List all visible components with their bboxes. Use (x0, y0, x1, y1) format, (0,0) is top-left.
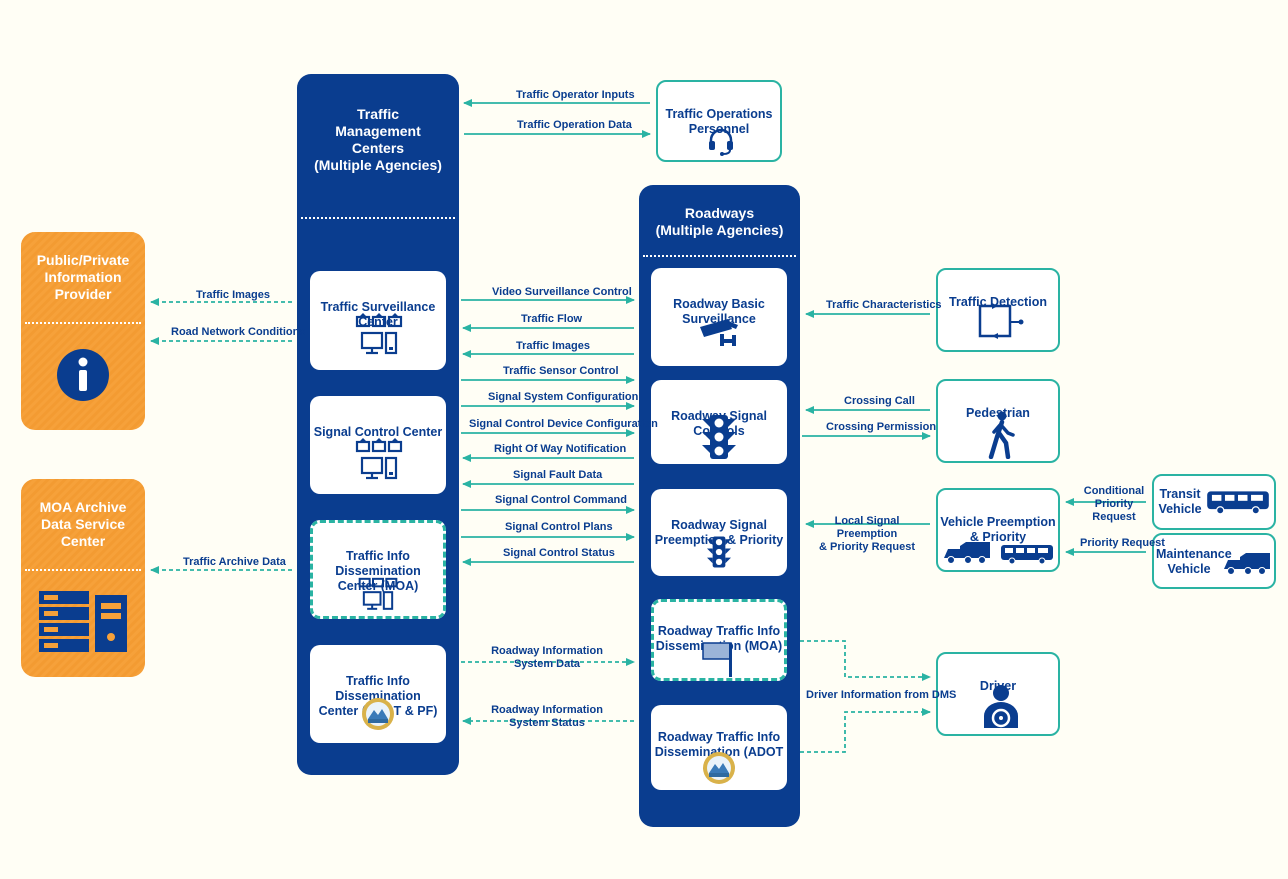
tmc-divider (301, 217, 455, 219)
archive-divider (25, 569, 141, 571)
monitors-icon (355, 438, 403, 480)
roadway-signal-preemption-label: Roadway Signal Preemption & Priority (654, 518, 784, 547)
flow-label-traffic-images: Traffic Images (516, 340, 590, 352)
roadway-signal-controls-box[interactable]: Roadway Signal Controls (651, 380, 787, 464)
truck-icon (944, 542, 990, 564)
server-icon (39, 591, 127, 652)
headset-icon (709, 128, 733, 156)
flow-label-local-preemption: Local Signal Preemption & Priority Reque… (819, 515, 915, 553)
traffic-surveillance-center-box[interactable]: Traffic Surveillance Center (310, 271, 446, 370)
flow-label-video-control: Video Surveillance Control (492, 286, 632, 298)
flow-label-crossing-call: Crossing Call (844, 395, 915, 407)
pedestrian-box[interactable]: Pedestrian (936, 379, 1060, 463)
maintenance-vehicle-box[interactable]: Maintenance Vehicle (1152, 533, 1276, 589)
flow-label-ris-status: Roadway Information System Status (491, 704, 603, 729)
archive-title: MOA Archive Data Service Center (39, 499, 127, 549)
tmc-column-title: Traffic Management Centers (Multiple Age… (314, 106, 442, 173)
flow-label-archive-data: Traffic Archive Data (183, 556, 286, 568)
flow-label-traffic-images-left: Traffic Images (196, 289, 270, 301)
monitors-icon (358, 577, 398, 610)
flow-label-row-notification: Right Of Way Notification (494, 443, 627, 455)
roadways-column-title: Roadways (Multiple Agencies) (655, 205, 784, 238)
maintenance-vehicle-label: Maintenance Vehicle (1156, 547, 1232, 576)
tid-center-moa-label: Traffic Info Dissemination Center (MOA) (335, 549, 421, 593)
flow-label-control-status: Signal Control Status (503, 547, 615, 559)
flow-label-system-config: Signal System Configuration (488, 391, 639, 403)
sign-icon (702, 642, 732, 677)
pedestrian-label: Pedestrian (966, 406, 1030, 420)
public-private-information-provider-box[interactable]: Public/Private Information Provider (21, 232, 145, 430)
provider-divider (25, 322, 141, 324)
traffic-info-dissemination-center-adot-box[interactable]: Traffic Info Dissemination Center (ADOT … (310, 645, 446, 743)
flow-label-characteristics: Traffic Characteristics (826, 299, 942, 311)
driver-icon (984, 685, 1018, 728)
roadways-divider (643, 255, 796, 257)
flow-label-fault-data: Signal Fault Data (513, 469, 603, 481)
flow-label-sensor-control: Traffic Sensor Control (503, 365, 619, 377)
signal-control-center-box[interactable]: Signal Control Center (310, 396, 446, 494)
flow-label-ris-data: Roadway Information System Data (491, 645, 603, 670)
flow-label-control-plans: Signal Control Plans (505, 521, 613, 533)
tid-center-adot-label: Traffic Info Dissemination Center (ADOT … (318, 674, 438, 718)
bus-icon (1207, 491, 1269, 514)
signal-control-center-label: Signal Control Center (313, 425, 443, 439)
traffic-info-dissemination-center-moa-box[interactable]: Traffic Info Dissemination Center (MOA) (310, 520, 446, 619)
seal-icon (703, 752, 735, 784)
roadway-tid-adot-box[interactable]: Roadway Traffic Info Dissemination (ADOT… (651, 705, 787, 790)
flow-label-traffic-flow: Traffic Flow (521, 313, 583, 325)
roadway-basic-surveillance-box[interactable]: Roadway Basic Surveillance (651, 268, 787, 366)
flow-label-control-command: Signal Control Command (495, 494, 627, 506)
vehicle-preemption-label: Vehicle Preemption & Priority (940, 515, 1056, 544)
flow-label-priority-request: Priority Request (1080, 537, 1165, 549)
flow-label-road-network: Road Network Conditions (171, 326, 306, 338)
roadway-basic-surveillance-label: Roadway Basic Surveillance (673, 297, 765, 326)
flow-label-operator-inputs: Traffic Operator Inputs (516, 89, 635, 101)
flow-label-device-config: Signal Control Device Configuration (469, 418, 658, 430)
flow-label-operation-data: Traffic Operation Data (517, 119, 632, 131)
traffic-light-icon (702, 415, 736, 459)
monitors-icon (355, 313, 403, 355)
roadway-tid-moa-box[interactable]: Roadway Traffic Info Dissemination (MOA) (651, 599, 787, 681)
traffic-detection-box[interactable]: Traffic Detection (936, 268, 1060, 352)
bus-icon (1001, 545, 1053, 564)
detector-loop-icon (978, 303, 1024, 339)
provider-title: Public/Private Information Provider (36, 252, 130, 302)
info-icon (57, 349, 109, 401)
traffic-light-icon (707, 536, 731, 568)
flow-label-crossing-permission: Crossing Permission (826, 421, 937, 433)
moa-archive-data-service-center-box[interactable]: MOA Archive Data Service Center (21, 479, 145, 677)
flow-label-dms-info: Driver Information from DMS (806, 689, 957, 701)
truck-icon (1224, 553, 1270, 575)
roadway-signal-preemption-box[interactable]: Roadway Signal Preemption & Priority (651, 489, 787, 576)
traffic-operations-personnel-box[interactable]: Traffic Operations Personnel (656, 80, 782, 162)
flow-label-conditional-priority: Conditional Priority Request (1083, 485, 1145, 523)
driver-box[interactable]: Driver (936, 652, 1060, 736)
pedestrian-icon (988, 411, 1015, 459)
transit-vehicle-box[interactable]: Transit Vehicle (1152, 474, 1276, 530)
camera-icon (700, 319, 738, 346)
seal-icon (362, 698, 394, 730)
vehicle-preemption-priority-box[interactable]: Vehicle Preemption & Priority (936, 488, 1060, 572)
transit-vehicle-label: Transit Vehicle (1158, 487, 1202, 516)
